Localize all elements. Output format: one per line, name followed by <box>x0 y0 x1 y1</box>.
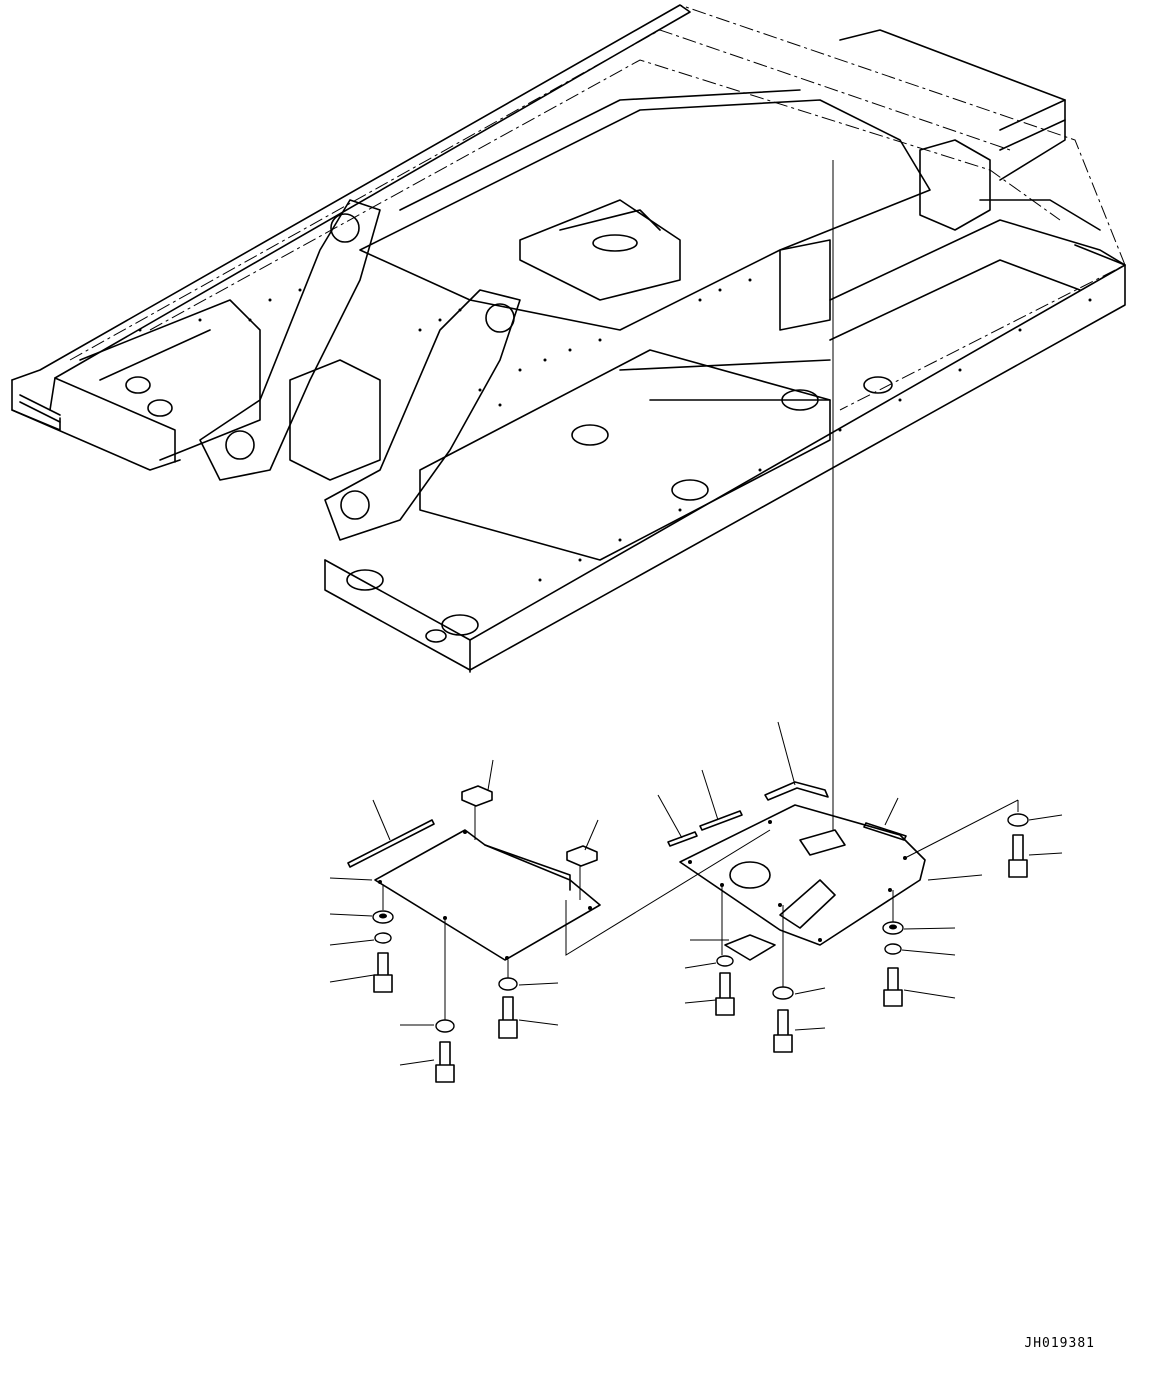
right-under-cover <box>667 781 926 961</box>
cover-link-line <box>565 829 771 956</box>
revolving-frame-drawing <box>11 4 1126 673</box>
left-under-cover <box>347 785 601 961</box>
callout-leaders <box>329 721 1063 1066</box>
fasteners <box>372 813 1029 1083</box>
drawing-reference-code: JH019381 <box>1024 1336 1095 1351</box>
assembly-lines <box>382 799 1019 1020</box>
